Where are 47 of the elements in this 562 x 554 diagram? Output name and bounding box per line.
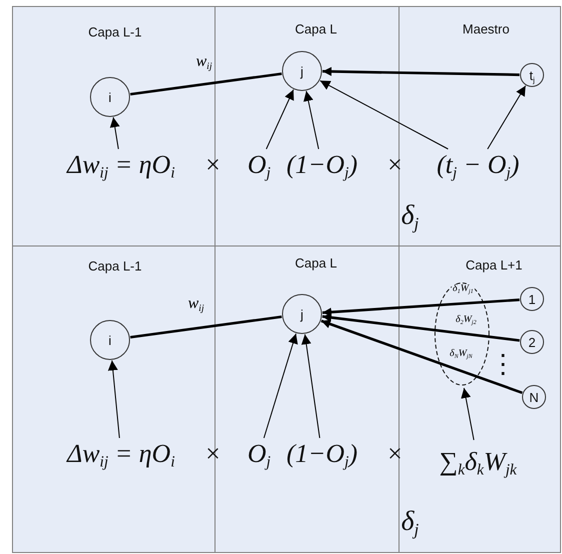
layer-heading: Maestro: [462, 22, 510, 36]
arrow: [460, 388, 474, 440]
neuron-circle: j: [282, 294, 322, 334]
edge-label: δ$_{2}$W$_{j2}$: [454, 315, 478, 325]
operator-symbol: ×: [388, 439, 402, 469]
formula-term: (1−O$_{j}$): [279, 149, 365, 181]
neuron-circle: i: [90, 320, 130, 360]
operator-symbol: ×: [206, 439, 220, 469]
operator-symbol: ⋮: [490, 348, 516, 380]
layer-heading: Capa L: [295, 256, 337, 270]
neuron-circle: j: [282, 51, 322, 91]
arrow: [487, 85, 526, 150]
connector-line: [130, 315, 282, 339]
arrow: [263, 333, 298, 438]
arrow: [108, 360, 120, 438]
formula-term: (1−O$_{j}$): [279, 438, 365, 470]
connector-line: [130, 72, 282, 96]
formula-term: O$_{j}$: [244, 149, 274, 181]
formula-term: O$_{j}$: [244, 438, 274, 470]
formula-term: (t$_{j}$ − O$_{j}$): [426, 149, 530, 181]
arrow: [322, 298, 520, 317]
delta-symbol: δ$_{j}$: [401, 200, 419, 232]
formula-term: Δw$_{ij}$ = ηO$_{i}$: [56, 438, 186, 470]
layer-heading: Capa L-1: [88, 258, 142, 274]
arrow: [320, 320, 523, 394]
arrow: [320, 80, 449, 150]
neuron-circle: N: [522, 385, 546, 409]
edge-label: δ$_{1}$W$_{j1}$: [452, 284, 474, 294]
arrow: [301, 334, 320, 438]
operator-symbol: ×: [206, 150, 220, 180]
arrow: [322, 67, 520, 76]
layer-heading: Capa L-1: [88, 24, 142, 40]
neuron-circle: t$_{j}$: [520, 63, 544, 87]
layer-heading: Capa L: [295, 22, 337, 36]
neuron-circle: i: [90, 77, 130, 117]
arrow: [322, 313, 520, 342]
edge-label: δ$_{N}$W$_{jN}$: [448, 349, 474, 359]
delta-symbol: δ$_{j}$: [401, 506, 419, 538]
formula-term: ∑$_{k}$δ$_{k}$W$_{jk}$: [426, 440, 530, 484]
arrow: [110, 116, 120, 150]
neuron-circle: 1: [520, 287, 544, 311]
layer-heading: Capa L+1: [466, 258, 522, 272]
formula-term: Δw$_{ij}$ = ηO$_{i}$: [56, 149, 186, 181]
arrow: [266, 89, 294, 150]
operator-symbol: ×: [388, 150, 402, 180]
neuron-circle: 2: [520, 330, 544, 354]
arrow: [303, 90, 320, 150]
